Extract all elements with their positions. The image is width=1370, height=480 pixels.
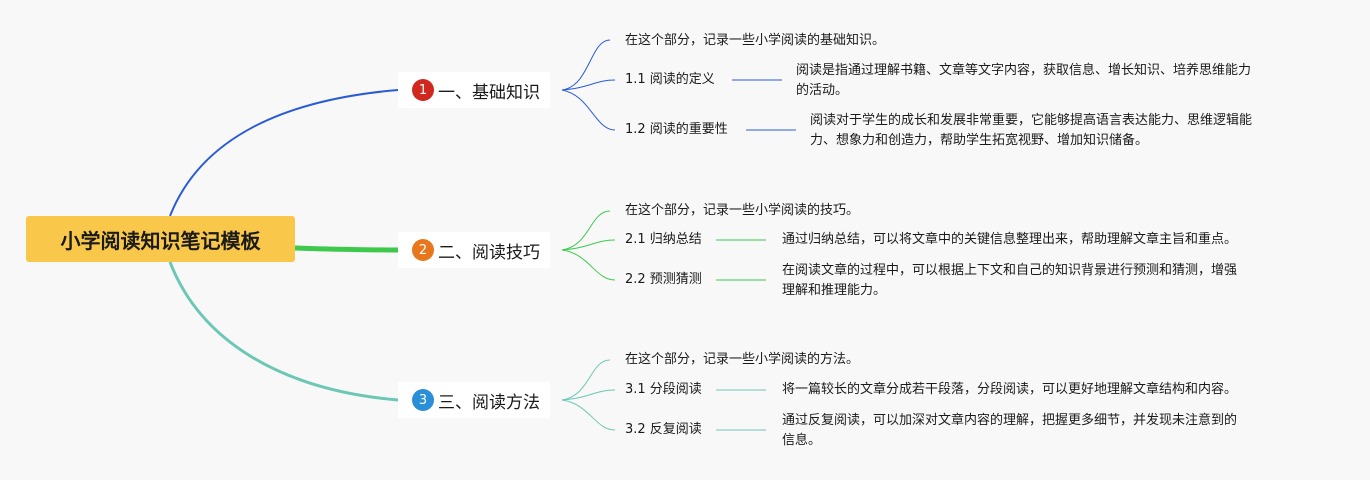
item-2-1-desc[interactable]: 通过归纳总结，可以将文章中的关键信息整理出来，帮助理解文章主旨和重点。 bbox=[782, 230, 1237, 250]
item-3-2-label[interactable]: 3.2 反复阅读 bbox=[625, 422, 702, 437]
item-2-1-desc-line-1: 通过归纳总结，可以将文章中的关键信息整理出来，帮助理解文章主旨和重点。 bbox=[782, 232, 1238, 247]
root-topic[interactable]: 小学阅读知识笔记模板 bbox=[26, 216, 295, 262]
item-3-1-desc[interactable]: 将一篇较长的文章分成若干段落，分段阅读，可以更好地理解文章结构和内容。 bbox=[782, 380, 1237, 400]
branch-2-intro[interactable]: 在这个部分，记录一些小学阅读的技巧。 bbox=[625, 203, 860, 218]
link-branch-1-item-1 bbox=[561, 79, 616, 91]
link-branch-3-intro bbox=[561, 359, 611, 401]
item-1-1-label[interactable]: 1.1 阅读的定义 bbox=[625, 72, 715, 87]
link-branch-1-intro bbox=[561, 39, 611, 91]
item-1-2-desc-line-2: 力、想象力和创造力，帮助学生拓宽视野、增加知识储备。 bbox=[810, 133, 1149, 148]
link-branch-2-intro bbox=[561, 210, 611, 251]
branch-2-topic[interactable]: 2 二、阅读技巧 bbox=[398, 232, 550, 268]
item-3-2-desc-line-1: 通过反复阅读，可以加深对文章内容的理解，把握更多细节，并发现未注意到的 bbox=[782, 413, 1238, 428]
link-root-branch-1 bbox=[169, 89, 399, 217]
item-2-2-label[interactable]: 2.2 预测猜测 bbox=[625, 272, 702, 287]
item-1-1-desc-line-2: 的活动。 bbox=[796, 83, 849, 98]
link-branch-2-item-2 bbox=[561, 249, 616, 281]
item-2-1-label[interactable]: 2.1 归纳总结 bbox=[625, 232, 702, 247]
item-1-2-desc-line-1: 阅读对于学生的成长和发展非常重要，它能够提高语言表达能力、思维逻辑能 bbox=[810, 113, 1253, 128]
branch-1-intro[interactable]: 在这个部分，记录一些小学阅读的基础知识。 bbox=[625, 33, 886, 48]
item-3-1-desc-line-1: 将一篇较长的文章分成若干段落，分段阅读，可以更好地理解文章结构和内容。 bbox=[782, 382, 1238, 397]
item-1-2-desc[interactable]: 阅读对于学生的成长和发展非常重要，它能够提高语言表达能力、思维逻辑能 力、想象力… bbox=[810, 111, 1252, 151]
item-1-1-desc-line-1: 阅读是指通过理解书籍、文章等文字内容，获取信息、增长知识、培养思维能力 bbox=[796, 63, 1252, 78]
item-1-2-label[interactable]: 1.2 阅读的重要性 bbox=[625, 122, 728, 137]
number-1-icon: 1 bbox=[412, 79, 434, 101]
branch-2-title: 二、阅读技巧 bbox=[438, 242, 540, 263]
branch-3-intro[interactable]: 在这个部分，记录一些小学阅读的方法。 bbox=[625, 352, 860, 367]
root-title: 小学阅读知识笔记模板 bbox=[60, 228, 261, 253]
number-2-icon: 2 bbox=[412, 239, 434, 261]
link-root-branch-2 bbox=[294, 245, 399, 253]
item-2-2-desc[interactable]: 在阅读文章的过程中，可以根据上下文和自己的知识背景进行预测和猜测，增强 理解和推… bbox=[782, 261, 1237, 301]
branch-3-topic[interactable]: 3 三、阅读方法 bbox=[398, 382, 550, 418]
link-branch-3-item-2 bbox=[561, 399, 616, 431]
item-1-1-desc[interactable]: 阅读是指通过理解书籍、文章等文字内容，获取信息、增长知识、培养思维能力 的活动。 bbox=[796, 61, 1251, 101]
item-3-2-desc-line-2: 信息。 bbox=[782, 433, 822, 448]
branch-3-title: 三、阅读方法 bbox=[438, 392, 540, 413]
item-2-2-desc-line-2: 理解和推理能力。 bbox=[782, 283, 887, 298]
link-branch-2-item-1 bbox=[561, 239, 616, 251]
item-3-2-desc[interactable]: 通过反复阅读，可以加深对文章内容的理解，把握更多细节，并发现未注意到的 信息。 bbox=[782, 411, 1237, 451]
link-branch-3-item-1 bbox=[561, 389, 616, 401]
item-3-1-label[interactable]: 3.1 分段阅读 bbox=[625, 382, 702, 397]
item-2-2-desc-line-1: 在阅读文章的过程中，可以根据上下文和自己的知识背景进行预测和猜测，增强 bbox=[782, 263, 1238, 278]
branch-1-title: 一、基础知识 bbox=[438, 82, 540, 103]
number-3-icon: 3 bbox=[412, 389, 434, 411]
link-root-branch-3 bbox=[168, 261, 399, 402]
link-branch-1-item-2 bbox=[561, 89, 616, 131]
branch-1-topic[interactable]: 1 一、基础知识 bbox=[398, 72, 550, 108]
